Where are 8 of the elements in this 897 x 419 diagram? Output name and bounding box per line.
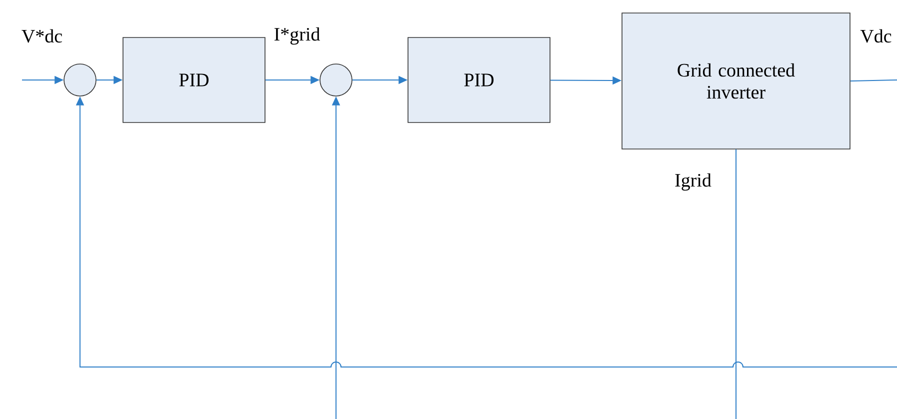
signal-label: Igrid: [675, 173, 712, 191]
signal-label: I*grid: [274, 27, 320, 45]
summing-junction: [64, 64, 96, 96]
block-box: PID: [122, 37, 266, 123]
block-box: PID: [408, 37, 550, 123]
summing-junction: [320, 64, 352, 96]
signal-label: V*dc: [22, 29, 62, 43]
block-box: Grid connected inverter: [622, 12, 850, 150]
